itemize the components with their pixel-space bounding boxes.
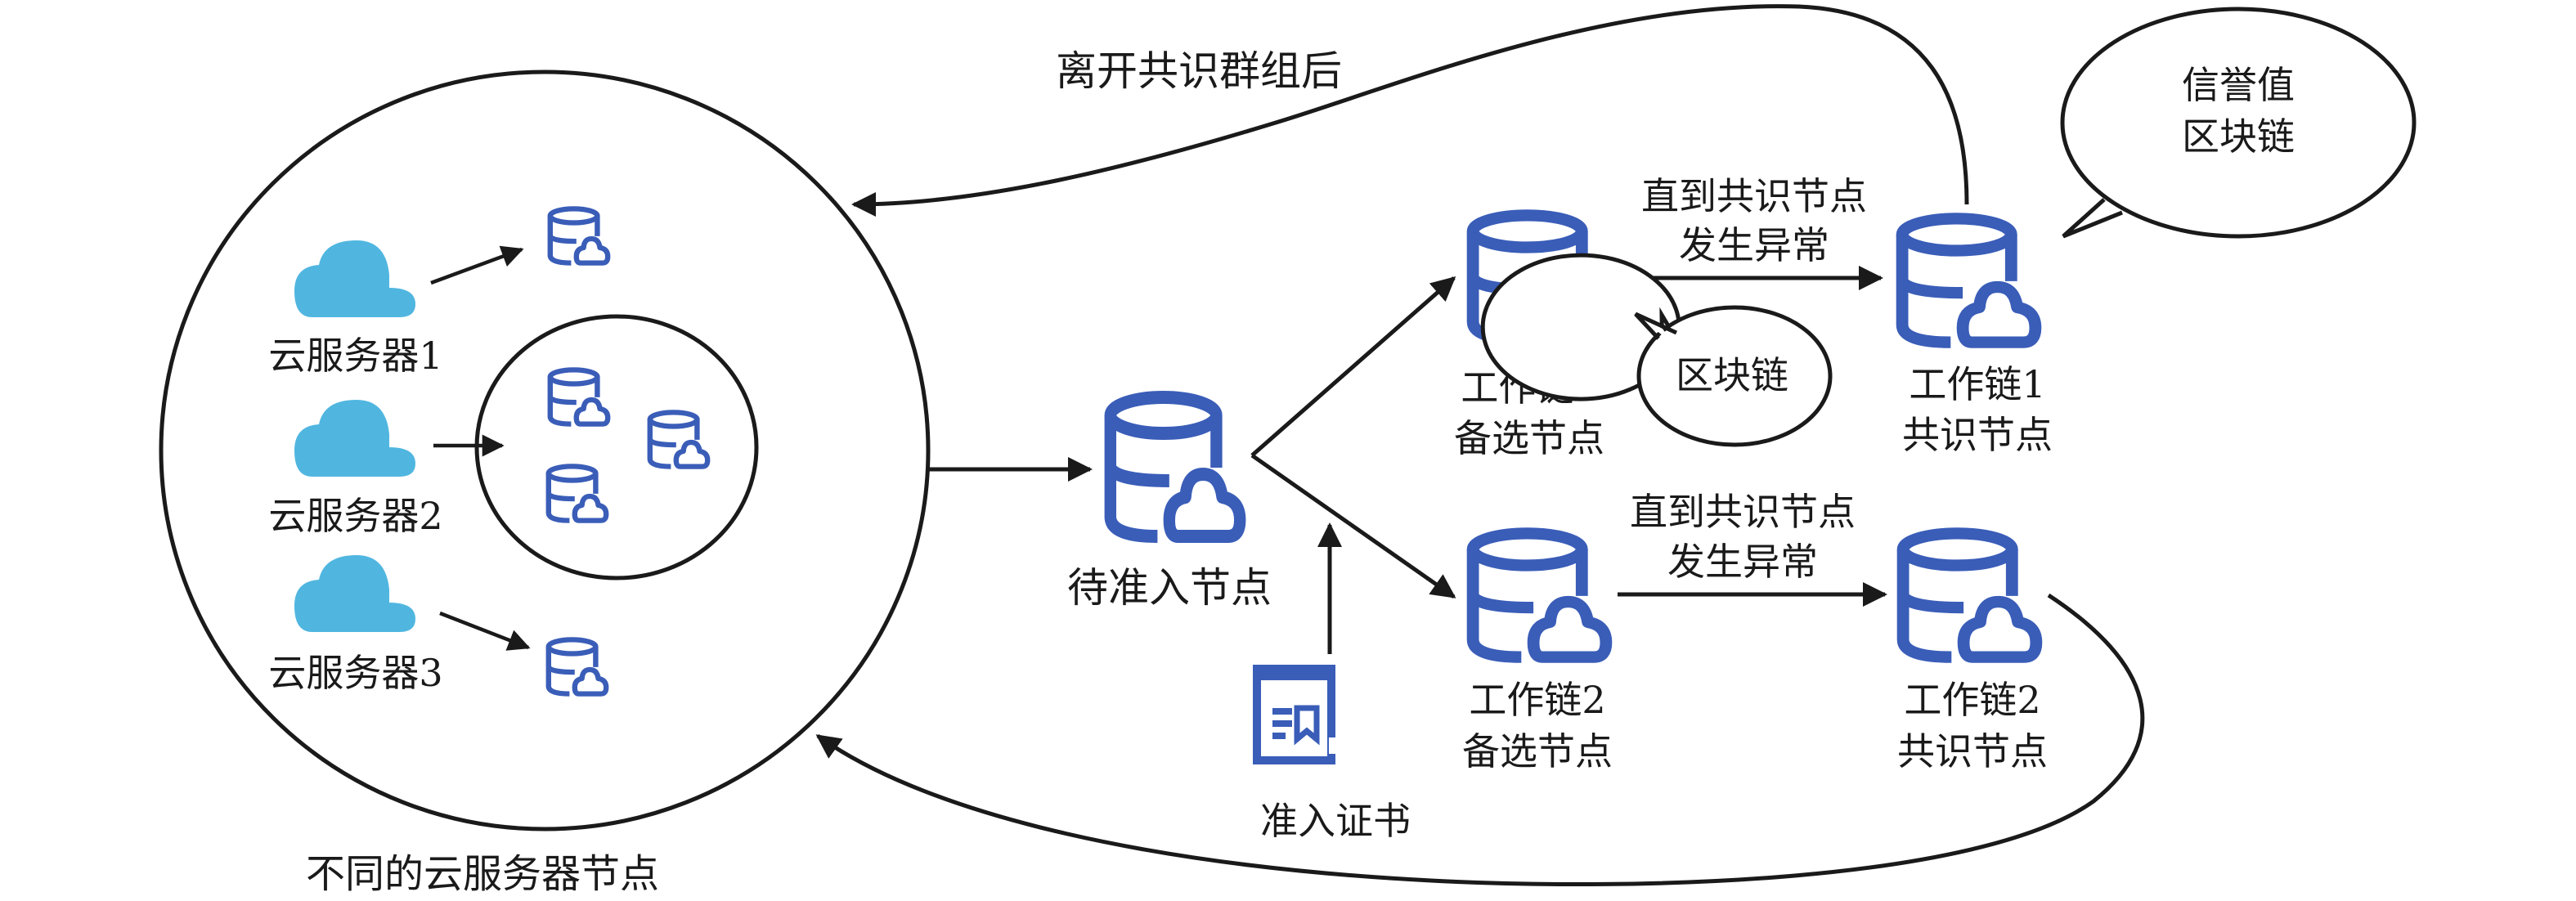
- server-node-icon: [549, 466, 606, 520]
- pending-node-icon: [1111, 397, 1240, 536]
- pending-node-label: 待准入节点: [1067, 564, 1272, 612]
- cloud-server-group-caption: 不同的云服务器节点: [306, 851, 659, 897]
- chain2-consensus-label-line1: 工作链2: [1904, 678, 2040, 722]
- cloud-server-2-label: 云服务器2: [268, 494, 442, 538]
- cloud-icon: [294, 400, 415, 477]
- consensus-exit-return-arrow: [815, 593, 2145, 887]
- pending-to-chain2-arrow: [1250, 453, 1456, 599]
- server-node-icon: [550, 370, 608, 424]
- pending-to-chain1-arrow: [1250, 276, 1456, 457]
- chain1-candidate-label-line2: 备选节点: [1454, 416, 1604, 460]
- reputation-bubble-line2: 区块链: [2182, 114, 2295, 159]
- cloud-icon: [294, 240, 415, 317]
- blockchain-bubble-small-text: 区块链: [1676, 353, 1788, 397]
- shared-node-pool-ring: [474, 314, 759, 580]
- cloud-server-group-ring: [159, 69, 931, 832]
- cloud-icon: [294, 555, 415, 632]
- chain1-consensus-label-line1: 工作链1: [1909, 362, 2045, 406]
- cloud3-to-node-arrow: [439, 611, 531, 651]
- server-node-icon: [650, 412, 707, 466]
- chain2-promote-label-line1: 直到共识节点: [1630, 490, 1856, 534]
- cloud-server-3-label: 云服务器3: [268, 651, 442, 695]
- server-node-icon: [549, 639, 606, 693]
- chain1-promote-label-line2: 发生异常: [1679, 223, 1829, 267]
- chain2-consensus-node-icon: [1903, 533, 2036, 657]
- chain1-promote-label-line1: 直到共识节点: [1641, 174, 1867, 218]
- certificate-icon: [1253, 665, 1339, 764]
- chain2-promote-label-line2: 发生异常: [1667, 540, 1818, 584]
- leave-group-label: 离开共识群组后: [1056, 47, 1342, 95]
- blockchain-bubble-small: [1480, 253, 1833, 447]
- reputation-blockchain-bubble: [2060, 7, 2417, 239]
- reputation-bubble-line1: 信誉值: [2182, 63, 2295, 107]
- leave-group-return-arrow: [851, 4, 1969, 217]
- chain1-consensus-label-line2: 共识节点: [1902, 413, 2053, 457]
- server-node-icon: [550, 208, 608, 262]
- certificate-label: 准入证书: [1260, 799, 1411, 843]
- chain2-candidate-node-icon: [1473, 533, 1606, 657]
- cloud1-to-node-arrow: [430, 245, 524, 285]
- chain2-candidate-label-line1: 工作链2: [1469, 678, 1605, 722]
- chain2-consensus-label-line2: 共识节点: [1897, 729, 2048, 773]
- cloud-server-1-label: 云服务器1: [268, 334, 442, 378]
- chain1-consensus-node-icon: [1902, 218, 2035, 342]
- chain2-candidate-label-line2: 备选节点: [1462, 729, 1613, 773]
